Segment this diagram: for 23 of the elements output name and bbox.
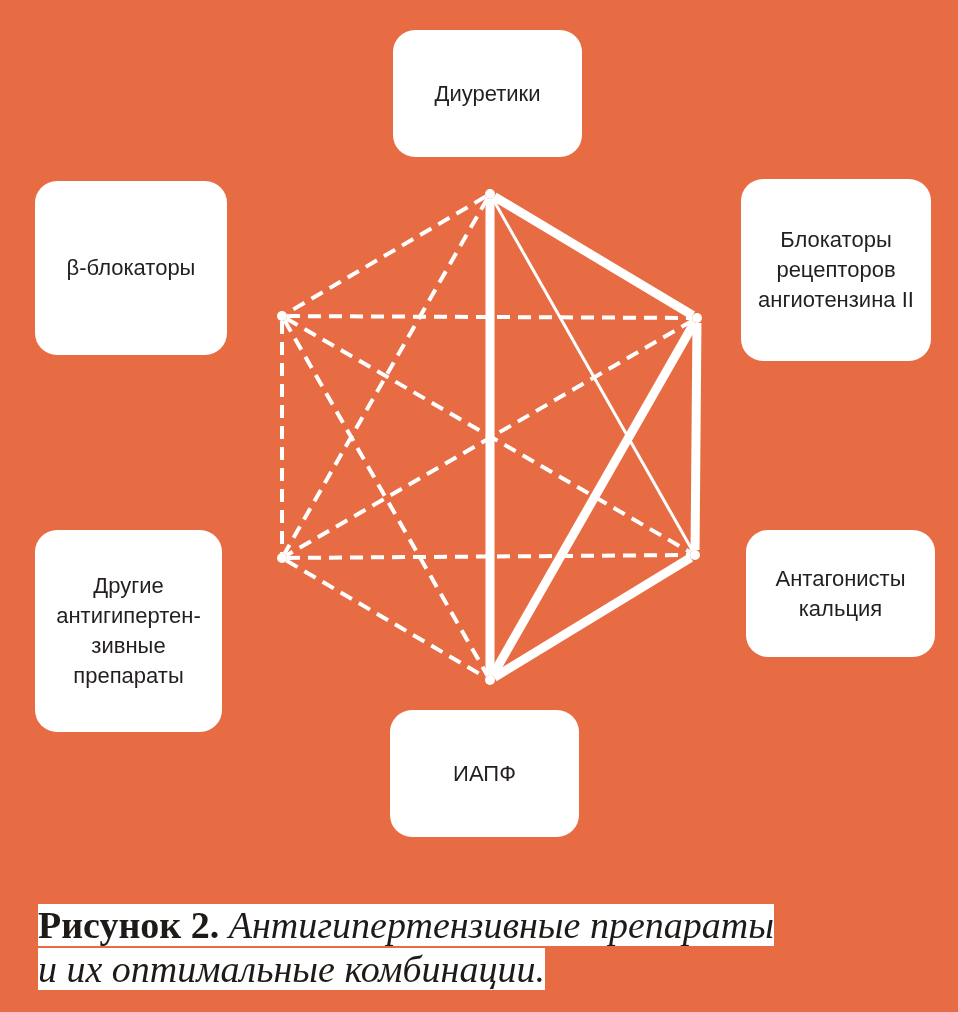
drug-class-box — [35, 530, 222, 732]
figure-caption: Рисунок 2. Антигипертензивные препараты и их оптимальные комбинации. — [38, 903, 775, 991]
box-label: Диуретики — [434, 79, 541, 108]
box-label: β-блокаторы — [66, 254, 196, 282]
dashed-connector — [282, 197, 490, 555]
box-label: ИАПФ — [453, 759, 516, 788]
dashed-connector — [280, 321, 284, 553]
connector-line — [488, 320, 699, 678]
connector-line — [491, 553, 694, 682]
dashed-connector — [287, 553, 690, 560]
drug-class-box — [393, 30, 582, 157]
connector-line — [485, 199, 495, 675]
connector-line — [690, 322, 702, 551]
box-label: Блокаторы рецепторов ангиотензина II — [757, 226, 915, 314]
dashed-connector — [287, 314, 692, 320]
drug-class-box — [746, 530, 935, 657]
box-label: Антагонисты кальция — [774, 564, 907, 623]
connector-line — [491, 197, 694, 552]
dashed-connector — [282, 319, 490, 677]
drug-class-box — [35, 181, 227, 355]
drug-class-box — [390, 710, 579, 837]
drug-class-box — [741, 179, 931, 361]
box-label: Другие антигипертен- зивные препараты — [55, 572, 202, 690]
